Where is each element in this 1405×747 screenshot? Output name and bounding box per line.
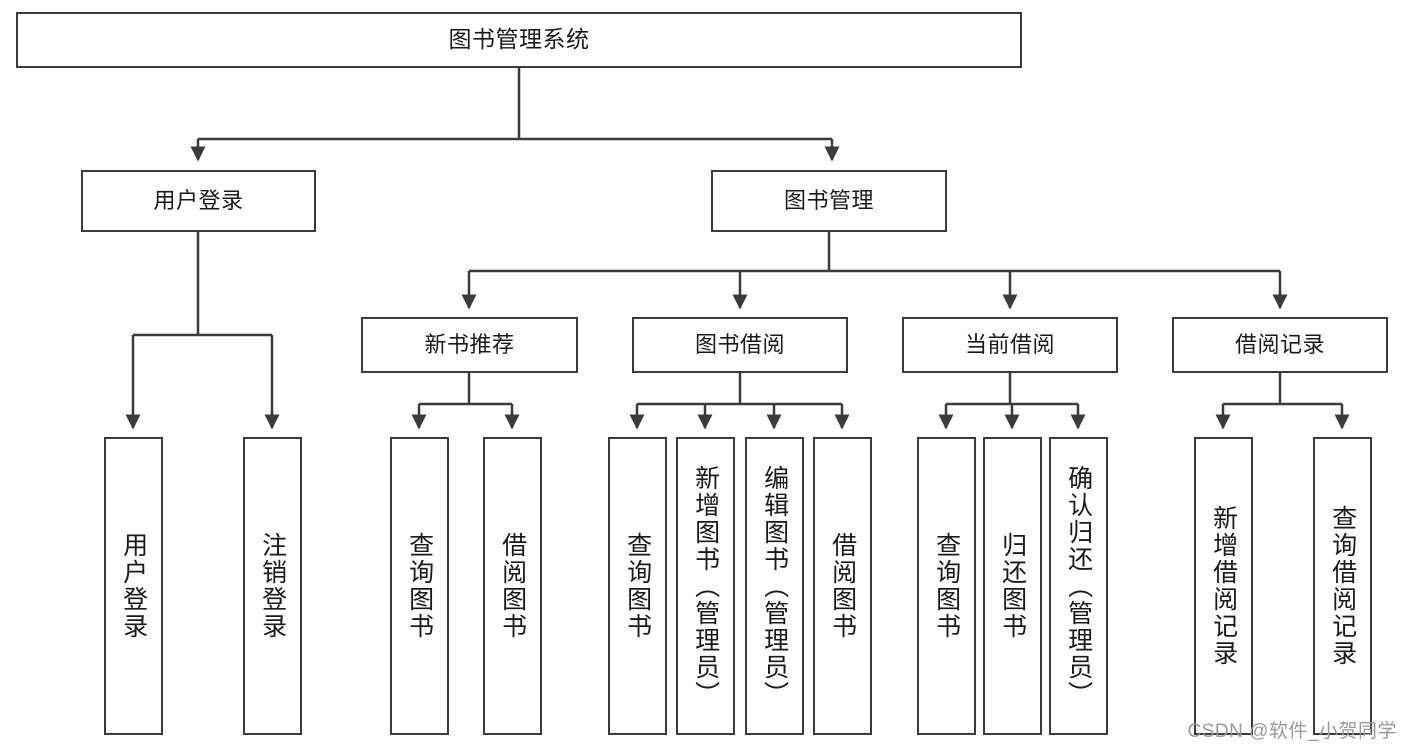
node-label: 用户登录 (153, 188, 244, 214)
leaf-return-book[interactable]: 归还图书 (983, 437, 1042, 735)
node-label: 用户登录 (119, 532, 148, 640)
node-book-management[interactable]: 图书管理 (711, 170, 947, 232)
leaf-query-book-current[interactable]: 查询图书 (917, 437, 976, 735)
node-current-borrow[interactable]: 当前借阅 (902, 317, 1118, 373)
leaf-edit-book[interactable]: 编辑图书（管理员） (745, 437, 804, 735)
node-label: 新书推荐 (424, 332, 515, 358)
node-user-login[interactable]: 用户登录 (81, 170, 316, 232)
leaf-logout-login[interactable]: 注销登录 (243, 437, 302, 735)
leaf-add-book[interactable]: 新增图书（管理员） (676, 437, 735, 735)
leaf-query-book-recommend[interactable]: 查询图书 (390, 437, 449, 735)
node-label: 查询图书 (623, 532, 652, 640)
node-book-borrow[interactable]: 图书借阅 (632, 317, 848, 373)
leaf-query-book-borrow[interactable]: 查询图书 (608, 437, 667, 735)
node-label: 借阅图书 (498, 532, 527, 640)
node-label: 查询借阅记录 (1328, 505, 1357, 667)
node-label: 编辑图书（管理员） (760, 464, 789, 708)
leaf-query-borrow-record[interactable]: 查询借阅记录 (1313, 437, 1372, 735)
node-label: 图书管理 (783, 188, 874, 214)
node-label: 当前借阅 (964, 332, 1055, 358)
leaf-borrow-book[interactable]: 借阅图书 (813, 437, 872, 735)
node-borrow-record[interactable]: 借阅记录 (1172, 317, 1388, 373)
node-label: 查询图书 (405, 532, 434, 640)
leaf-add-borrow-record[interactable]: 新增借阅记录 (1194, 437, 1253, 735)
node-label: 图书借阅 (694, 332, 785, 358)
node-label: 确认归还（管理员） (1064, 464, 1093, 708)
node-root-system[interactable]: 图书管理系统 (16, 12, 1022, 68)
node-label: 注销登录 (258, 532, 287, 640)
csdn-watermark: CSDN @软件_小贺同学 (1187, 721, 1397, 742)
node-new-book-recommend[interactable]: 新书推荐 (361, 317, 578, 373)
leaf-user-login[interactable]: 用户登录 (104, 437, 163, 735)
node-label: 归还图书 (998, 532, 1027, 640)
node-label: 新增图书（管理员） (691, 464, 720, 708)
leaf-confirm-return[interactable]: 确认归还（管理员） (1049, 437, 1108, 735)
node-label: 借阅记录 (1234, 332, 1325, 358)
node-label: 图书管理系统 (448, 26, 590, 53)
node-label: 查询图书 (932, 532, 961, 640)
node-label: 新增借阅记录 (1209, 505, 1238, 667)
node-label: 借阅图书 (828, 532, 857, 640)
leaf-borrow-book-recommend[interactable]: 借阅图书 (483, 437, 542, 735)
